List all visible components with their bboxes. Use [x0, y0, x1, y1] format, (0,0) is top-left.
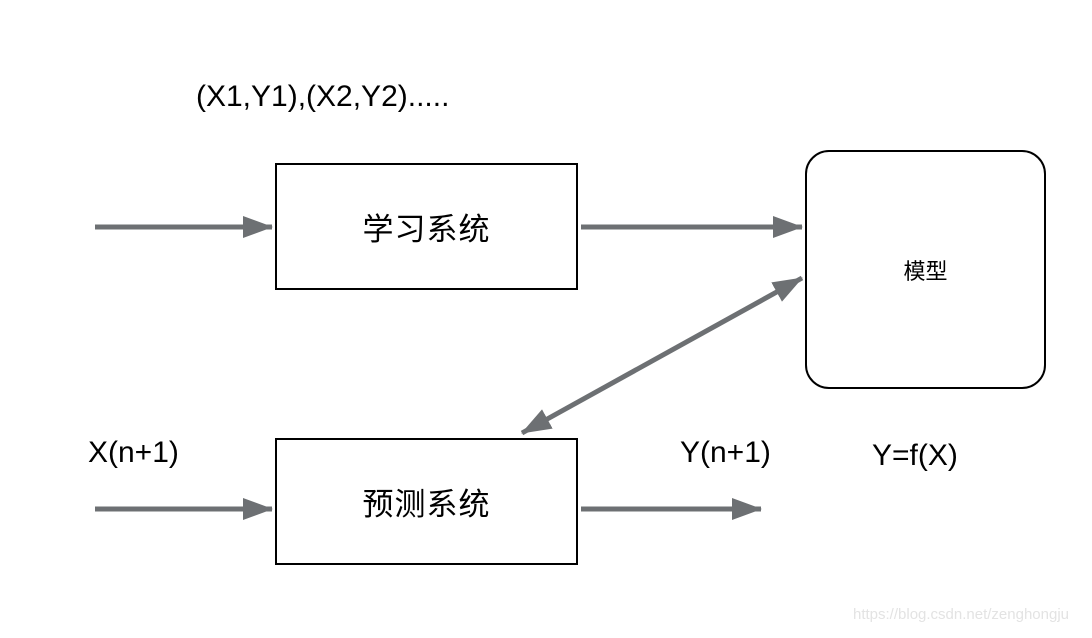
watermark: https://blog.csdn.net/zenghongju: [853, 606, 1069, 623]
model-box: 模型: [805, 150, 1046, 389]
model-function-label: Y=f(X): [872, 439, 958, 472]
training-data-label: (X1,Y1),(X2,Y2).....: [196, 80, 450, 113]
arrow-model-prediction-bidirectional: [520, 275, 804, 436]
model-label: 模型: [903, 258, 948, 284]
prediction-system-label: 预测系统: [362, 487, 491, 522]
learning-system-label: 学习系统: [362, 212, 491, 247]
learning-system-box: 学习系统: [275, 163, 578, 290]
prediction-system-box: 预测系统: [275, 438, 578, 565]
x-input-label: X(n+1): [88, 436, 179, 469]
y-output-label: Y(n+1): [680, 436, 771, 469]
